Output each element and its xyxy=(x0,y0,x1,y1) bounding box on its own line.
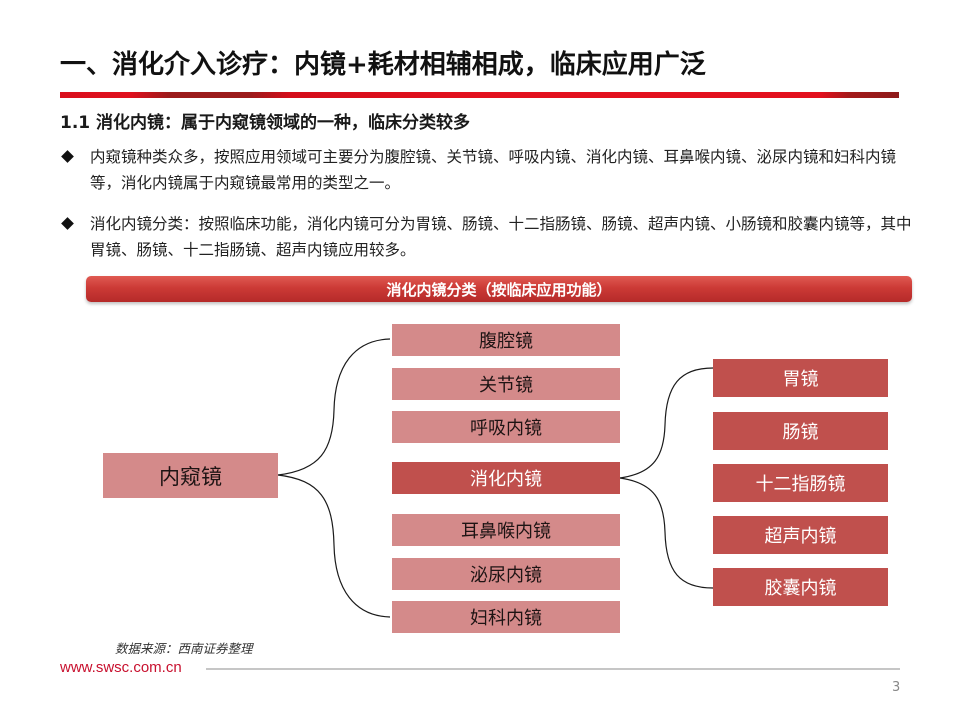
node-gynecology-endoscope: 妇科内镜 xyxy=(392,601,620,633)
right-brace-lower xyxy=(619,477,714,589)
node-capsule-endoscope: 胶囊内镜 xyxy=(713,568,888,606)
diagram-banner: 消化内镜分类（按临床应用功能） xyxy=(86,276,912,302)
node-duodenoscope: 十二指肠镜 xyxy=(713,464,888,502)
bullet-item: 内窥镜种类众多，按照应用领域可主要分为腹腔镜、关节镜、呼吸内镜、消化内镜、耳鼻喉… xyxy=(60,144,920,196)
node-urology-endoscope: 泌尿内镜 xyxy=(392,558,620,590)
root-node-endoscope: 内窥镜 xyxy=(103,453,278,498)
website-link[interactable]: www.swsc.com.cn xyxy=(60,659,182,676)
right-brace-upper xyxy=(619,367,714,479)
node-digestive-endoscope: 消化内镜 xyxy=(392,462,620,494)
title-underline-bar xyxy=(60,92,899,98)
section-subtitle: 1.1 消化内镜：属于内窥镜领域的一种，临床分类较多 xyxy=(60,113,471,133)
node-ent-endoscope: 耳鼻喉内镜 xyxy=(392,514,620,546)
slide-title: 一、消化介入诊疗：内镜+耗材相辅相成，临床应用广泛 xyxy=(60,50,706,80)
node-colonoscope: 肠镜 xyxy=(713,412,888,450)
left-brace-lower xyxy=(277,474,391,618)
node-respiratory-endoscope: 呼吸内镜 xyxy=(392,411,620,443)
node-laparoscope: 腹腔镜 xyxy=(392,324,620,356)
bullet-item: 消化内镜分类：按照临床功能，消化内镜可分为胃镜、肠镜、十二指肠镜、肠镜、超声内镜… xyxy=(60,211,920,263)
node-gastroscope: 胃镜 xyxy=(713,359,888,397)
left-brace-upper xyxy=(277,338,391,476)
bullet-text: 消化内镜分类：按照临床功能，消化内镜可分为胃镜、肠镜、十二指肠镜、肠镜、超声内镜… xyxy=(90,215,912,259)
node-ultrasound-endoscope: 超声内镜 xyxy=(713,516,888,554)
data-source-note: 数据来源：西南证券整理 xyxy=(115,641,253,656)
footer-divider xyxy=(206,668,900,670)
bullet-text: 内窥镜种类众多，按照应用领域可主要分为腹腔镜、关节镜、呼吸内镜、消化内镜、耳鼻喉… xyxy=(90,148,897,192)
node-arthroscope: 关节镜 xyxy=(392,368,620,400)
page-number: 3 xyxy=(892,680,901,695)
